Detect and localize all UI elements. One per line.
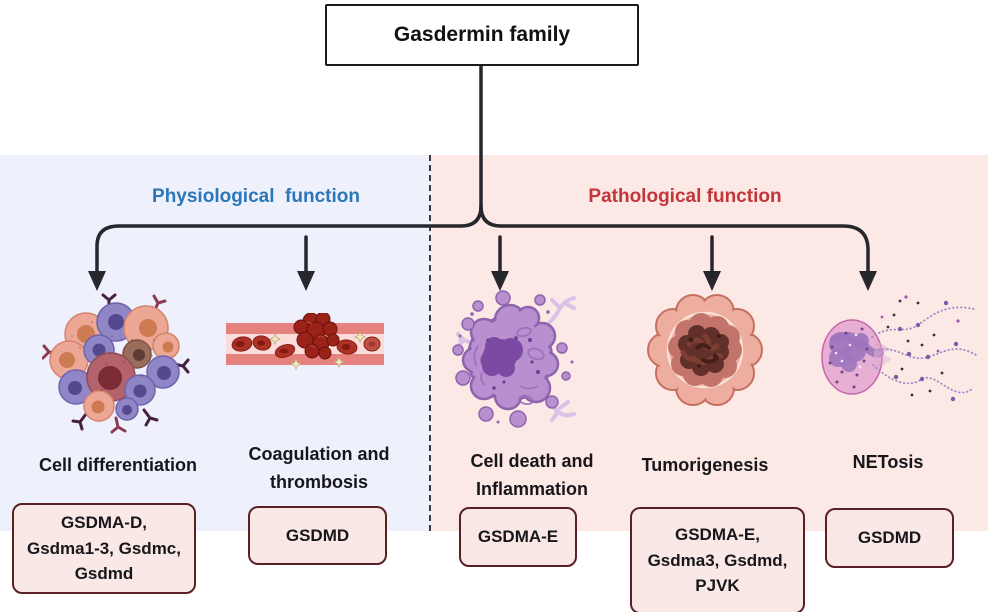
cell-cluster-illustration [42,293,190,434]
branch-arrows [88,60,877,291]
diagram-title: Gasdermin family [393,23,571,46]
pathological-header: Pathological function [588,186,782,207]
label-coagulation-thrombosis: Coagulation and thrombosis [248,444,390,492]
label-tumorigenesis: Tumorigenesis [641,455,769,475]
label-cell-death-inflammation: Cell death and Inflammation [470,451,594,499]
label-cell-differentiation: Cell differentiation [38,455,197,475]
tumor-mass-illustration [647,294,763,406]
gene-box-cell-differentiation: GSDMA-D, Gsdma1-3, Gsdmc, Gsdmd [12,503,196,594]
physiological-header: Physiological function [152,186,360,207]
gene-box-tumorigenesis: GSDMA-E, Gsdma3, Gsdmd, PJVK [630,507,805,612]
neutrophil-net-illustration [821,295,977,402]
panel-divider-dashed-line [429,155,431,531]
diagram-title-box: Gasdermin family [325,4,639,66]
label-netosis: NETosis [852,452,924,472]
gene-box-coagulation: GSDMD [248,506,387,565]
pyroptotic-cell-illustration [452,290,576,428]
blood-vessel-thrombus-illustration [226,313,384,371]
gene-box-netosis: GSDMD [825,508,954,568]
gene-box-cell-death: GSDMA-E [459,507,577,567]
